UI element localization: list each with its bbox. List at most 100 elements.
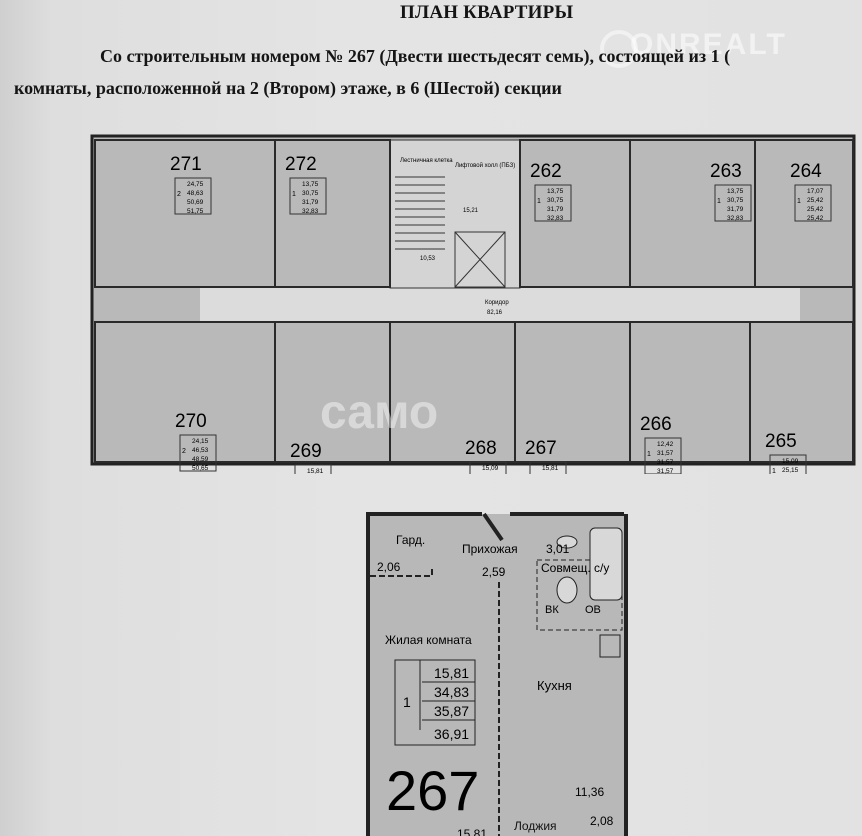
watermark-onrealt: ONREALT — [630, 28, 787, 61]
watermark-samolet: само — [320, 386, 439, 439]
unit-rooms: 2 — [177, 191, 181, 198]
unit-area-value: 30,75 — [727, 197, 744, 204]
stairs-label: Лестничная клетка — [400, 158, 453, 164]
unit-area-value: 50,69 — [187, 199, 204, 206]
unit-area-value: 17,07 — [807, 188, 824, 195]
apartment-267-plan: Гард. 2,06 Прихожая 2,59 3,01 Совмещ. с/… — [366, 512, 628, 836]
unit-number: 264 — [790, 161, 822, 182]
unit-number: 269 — [290, 441, 322, 462]
unit-rooms: 1 — [537, 198, 541, 205]
wardrobe-partition — [370, 566, 433, 577]
unit-number: 272 — [285, 154, 317, 175]
unit-area-table — [294, 464, 332, 474]
unit-area-value: 30,75 — [302, 190, 319, 197]
stairs-area: 10,53 — [420, 256, 436, 262]
unit-area-value: 25,15 — [782, 467, 799, 474]
vk-label: ВК — [545, 604, 559, 616]
unit-area-table — [769, 454, 807, 474]
unit-rooms: 1 — [717, 198, 721, 205]
unit-outline — [749, 321, 854, 463]
lift-cross — [454, 231, 506, 288]
unit-area-value: 15,09 — [782, 458, 799, 465]
unit-area-table — [644, 437, 682, 474]
description-line-2: комнаты, расположенной на 2 (Втором) эта… — [14, 78, 562, 98]
apartment-number: 267 — [386, 759, 479, 822]
area-table — [394, 659, 476, 746]
lift-shaft — [454, 231, 506, 288]
area-value: 34,83 — [434, 684, 469, 700]
ventilation-shaft-icon — [599, 634, 621, 658]
hall-label: Прихожая — [462, 542, 518, 556]
unit-area-table — [469, 461, 507, 474]
page-title: ПЛАН КВАРТИРЫ — [400, 2, 574, 23]
unit-area-value: 50,65 — [192, 465, 209, 472]
lift-area: 15,21 — [463, 208, 479, 214]
unit-area-value: 48,59 — [192, 456, 209, 463]
bath-area: 3,01 — [546, 542, 570, 556]
unit-area-value: 13,75 — [302, 181, 319, 188]
unit-area-value: 32,83 — [302, 208, 319, 215]
unit-number: 262 — [530, 161, 562, 182]
toilet-icon — [556, 576, 578, 604]
wardrobe-area: 2,06 — [377, 560, 401, 574]
unit-area-value: 25,42 — [807, 197, 824, 204]
unit-area-value: 12,42 — [657, 441, 674, 448]
unit-area-value: 15,09 — [482, 465, 499, 472]
unit-area-value: 48,63 — [187, 190, 204, 197]
unit-area-value: 15,81 — [307, 468, 324, 474]
ov-label: ОВ — [585, 604, 601, 616]
unit-area-value: 32,83 — [727, 215, 744, 222]
unit-rooms: 1 — [797, 198, 801, 205]
stairs — [395, 176, 445, 250]
exterior-wall — [366, 512, 624, 542]
unit-area-value: 46,53 — [192, 447, 209, 454]
unit-area-value: 24,15 — [192, 438, 209, 445]
corridor — [200, 287, 800, 322]
wardrobe-label: Гард. — [396, 533, 425, 547]
living-label: Жилая комната — [385, 633, 472, 647]
unit-area-table — [289, 177, 327, 215]
unit-rooms: 1 — [772, 468, 776, 474]
description-line-1: Со строительным номером № 267 (Двести ше… — [100, 46, 731, 66]
hall-area: 2,59 — [482, 565, 506, 579]
apartment-floor — [366, 514, 628, 836]
unit-number: 271 — [170, 154, 202, 175]
unit-area-value: 25,42 — [807, 206, 824, 213]
unit-area-value: 31,57 — [657, 459, 674, 466]
unit-area-value: 31,57 — [657, 468, 674, 474]
unit-area-value: 30,75 — [547, 197, 564, 204]
unit-number: 263 — [710, 161, 742, 182]
unit-rooms: 1 — [647, 451, 651, 458]
watermark-logo-icon — [600, 30, 638, 68]
kitchen-label: Кухня — [537, 678, 572, 693]
loggia-label: Лоджия — [514, 819, 557, 833]
unit-area-value: 15,81 — [542, 465, 559, 472]
area-value: 15,81 — [434, 665, 469, 681]
unit-area-table — [174, 177, 212, 215]
unit-area-table — [714, 184, 752, 222]
unit-area-value: 31,79 — [302, 199, 319, 206]
unit-area-value: 32,83 — [547, 215, 564, 222]
unit-area-value: 24,75 — [187, 181, 204, 188]
unit-area-value: 25,42 — [807, 215, 824, 222]
unit-number: 266 — [640, 414, 672, 435]
unit-number: 270 — [175, 411, 207, 432]
unit-number: 265 — [765, 431, 797, 452]
unit-area-table — [534, 184, 572, 222]
unit-rooms: 2 — [182, 448, 186, 455]
living-area: 15,81 — [457, 827, 487, 836]
unit-264: 264 1 17,07 25,42 25,42 25,42 — [754, 139, 854, 288]
area-value: 36,91 — [434, 726, 469, 742]
lift-label: Лифтовой холл (ПБЗ) — [455, 162, 515, 169]
bathtub-icon — [589, 527, 623, 601]
sink-icon — [556, 535, 578, 549]
unit-area-value: 31,79 — [727, 206, 744, 213]
rooms-count: 1 — [403, 694, 411, 710]
unit-area-value: 13,75 — [547, 188, 564, 195]
unit-number: 267 — [525, 438, 557, 459]
unit-area-value: 31,79 — [547, 206, 564, 213]
bath-label: Совмещ. с/у — [541, 561, 609, 575]
unit-area-value: 13,75 — [727, 188, 744, 195]
